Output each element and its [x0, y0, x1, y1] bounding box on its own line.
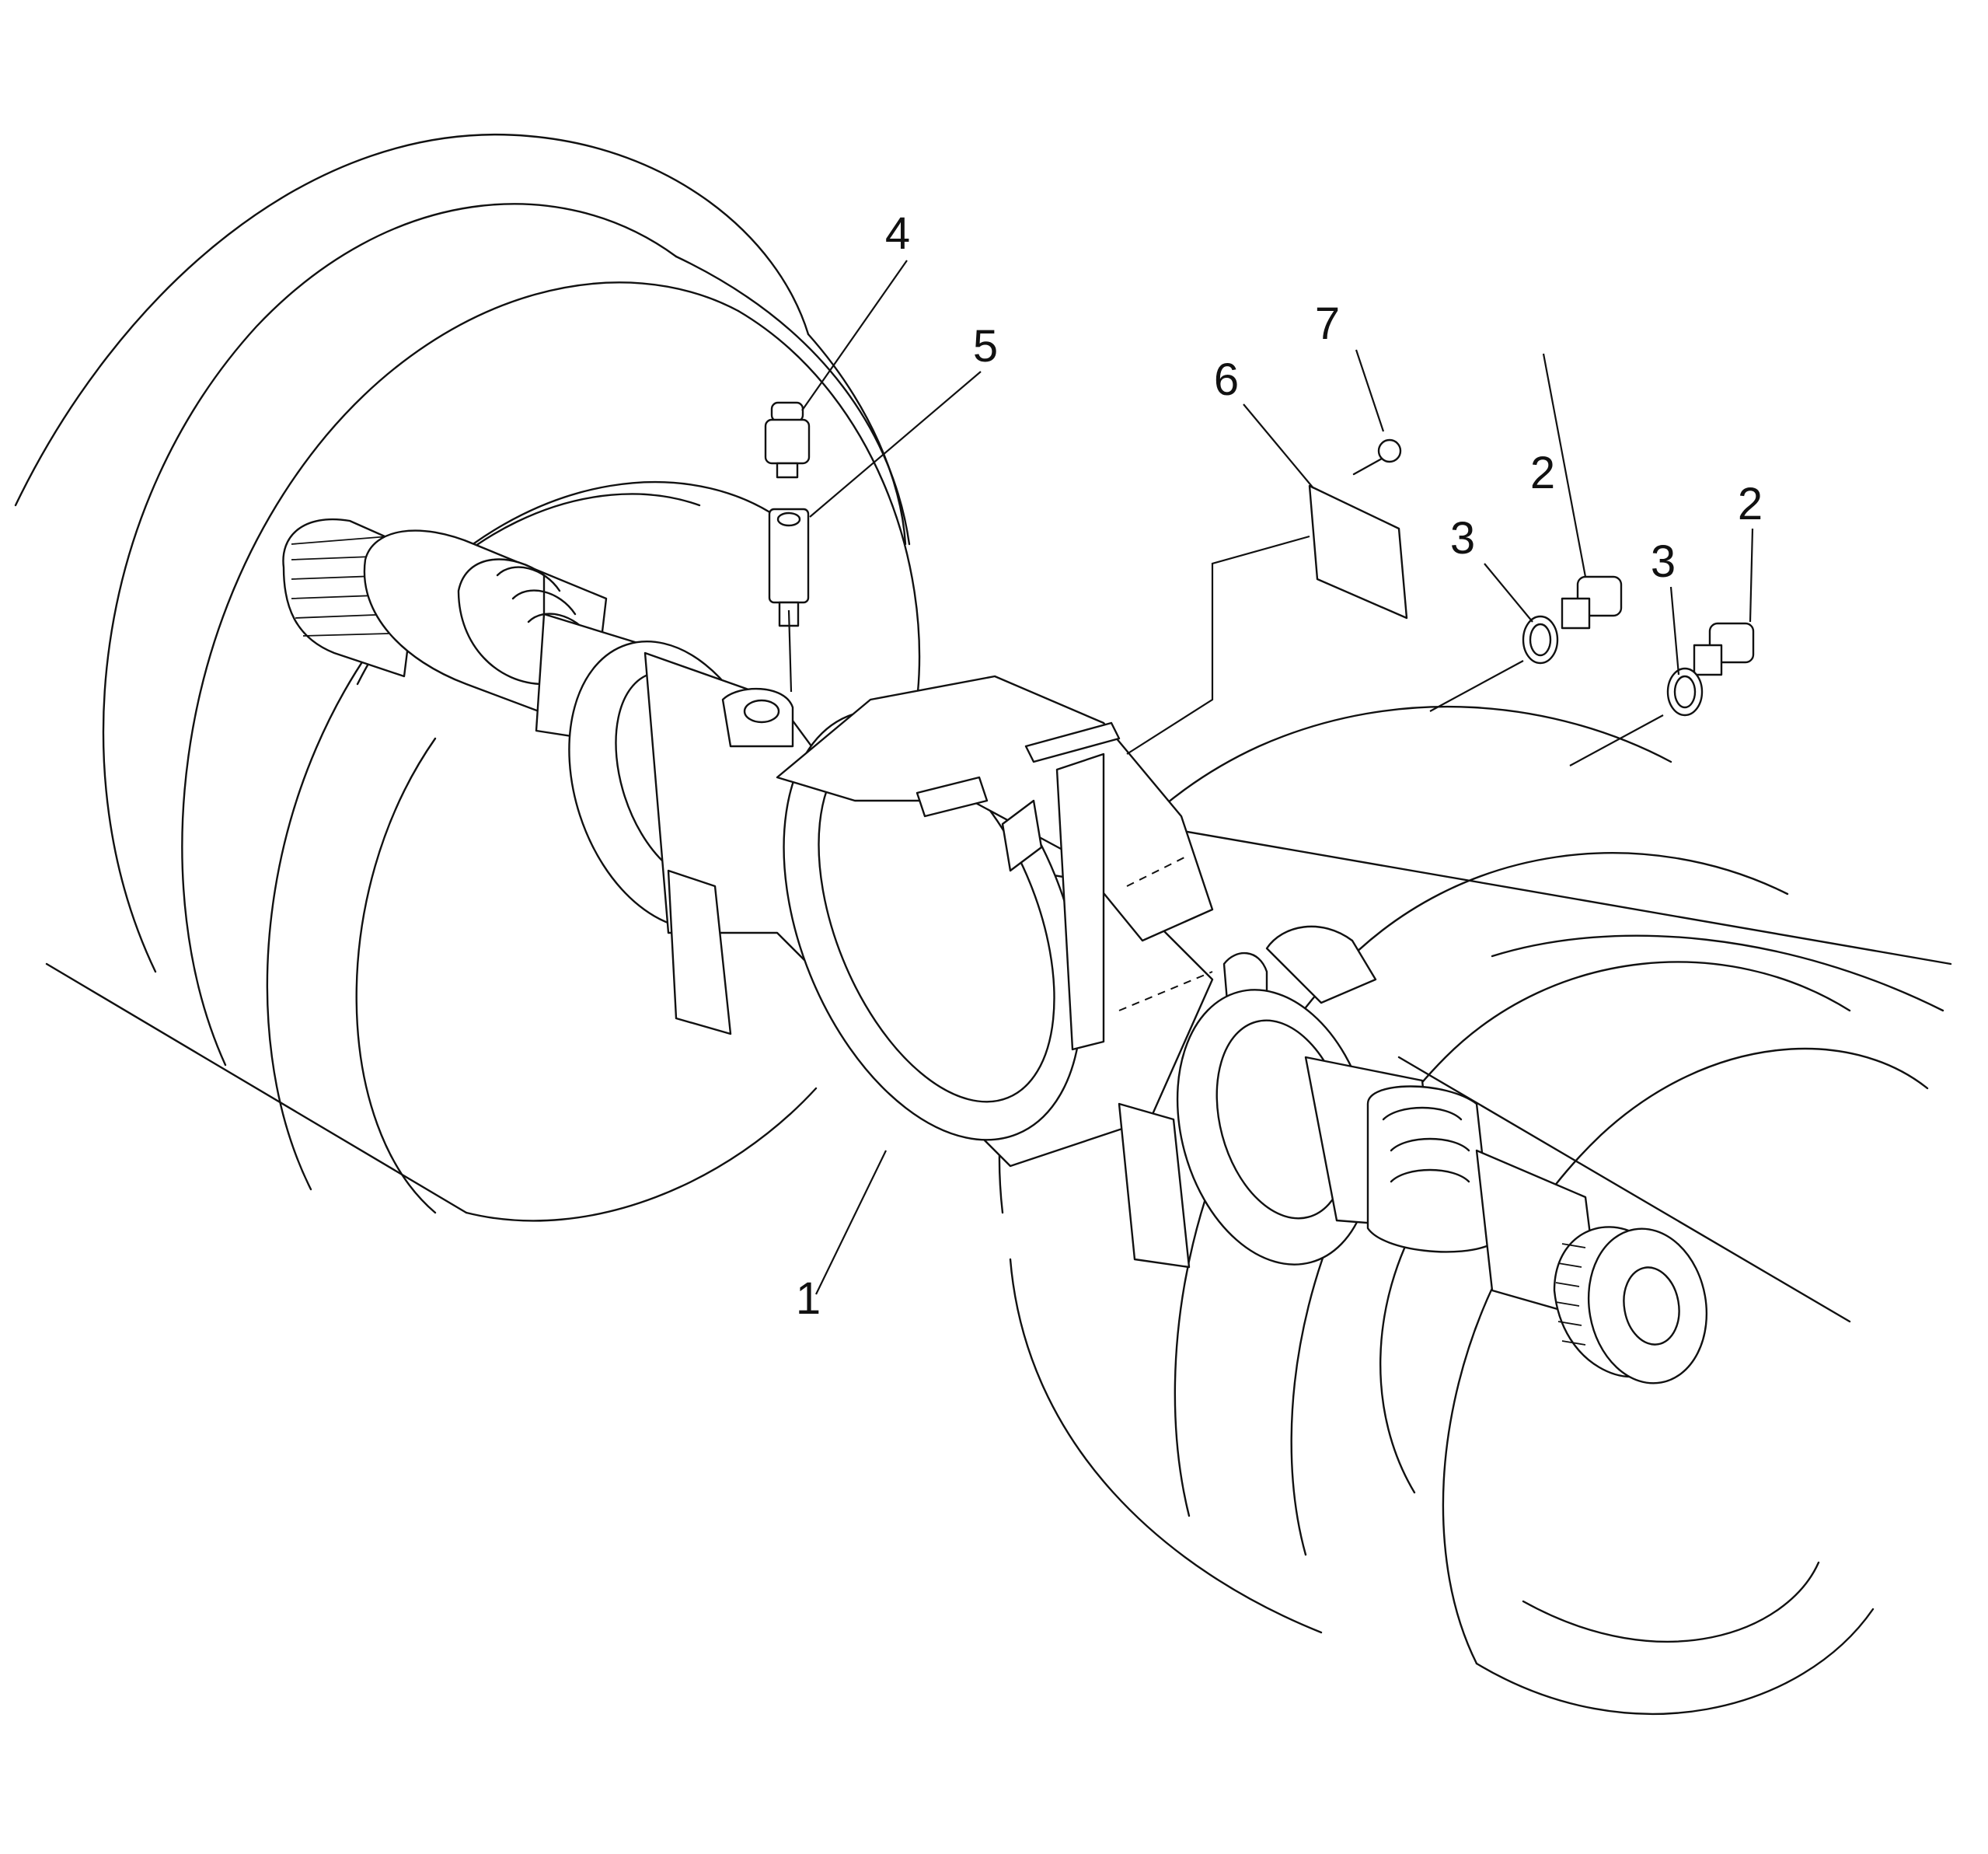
callout-labels: 4 5 6 7 2 2 3 3 1: [796, 208, 1763, 1324]
callout-2: 2: [1530, 448, 1555, 498]
callout-3-right: 3: [1651, 536, 1676, 587]
leader-lines: [787, 260, 1754, 1295]
callout-1: 1: [796, 1273, 821, 1324]
callout-5: 5: [973, 321, 998, 372]
right-axle-shaft: [1176, 989, 1708, 1384]
callout-7: 7: [1315, 299, 1340, 349]
part-6-cover-plate: [1308, 484, 1408, 620]
part-7-bolt: [1352, 438, 1402, 476]
axle-housing: [568, 641, 1377, 1269]
part-3-o-ring: [1522, 615, 1559, 665]
part-2-plug-right: [1693, 622, 1755, 676]
part-2-plug: [1561, 575, 1623, 630]
part-3-o-ring-right: [1666, 667, 1704, 717]
part-5-elbow: [768, 508, 810, 627]
callout-2-right: 2: [1738, 479, 1763, 529]
callout-6: 6: [1214, 354, 1239, 405]
callout-4: 4: [885, 208, 910, 259]
callout-3: 3: [1450, 513, 1475, 564]
part-4-breather: [764, 401, 811, 479]
